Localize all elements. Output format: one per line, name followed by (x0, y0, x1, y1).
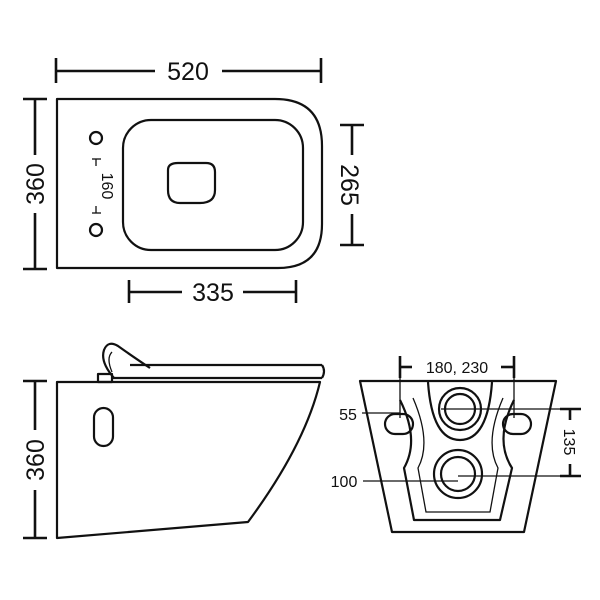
bowl-width-label: 265 (335, 164, 363, 206)
bolt-spacing-label: 180, 230 (426, 360, 488, 377)
rear-view-bolt-hole-right (501, 412, 533, 436)
fixing-spacing-label: 160 (98, 173, 115, 200)
overall-width-label: 360 (22, 163, 50, 205)
rear-view-outlet-outer (432, 448, 484, 500)
top-view-fixing-hole-lower (88, 222, 104, 238)
side-view-lid-hinge (102, 342, 151, 379)
top-view: 160 520 360 265 335 (22, 58, 364, 307)
rear-view-outline (358, 379, 558, 534)
side-view-hinge-post (96, 372, 114, 384)
rear-view-inner-trap (399, 399, 515, 522)
rear-view: 180, 230 55 135 100 (331, 356, 581, 534)
bowl-length-label: 335 (192, 279, 234, 307)
side-view-body (55, 380, 322, 540)
overall-length-label: 520 (167, 58, 209, 86)
top-view-outline (55, 97, 324, 270)
rear-view-bolt-hole-left (383, 412, 415, 436)
side-view-inlet-slot (92, 406, 115, 448)
top-view-drain-opening (166, 161, 217, 205)
height-label: 360 (22, 439, 50, 481)
bolt-hole-label: 55 (339, 407, 357, 424)
side-view-seat-front (321, 364, 326, 379)
rear-view-outlet-inner (439, 455, 477, 493)
rear-view-inner-trap-2 (412, 397, 504, 513)
top-view-bowl-rim (121, 118, 305, 252)
side-view-lid-inner (108, 351, 113, 373)
top-view-fixing-hole-upper (88, 130, 104, 146)
outlet-diameter-label: 100 (331, 474, 358, 491)
side-view: 360 (22, 342, 326, 540)
rear-view-upper-arch (426, 381, 494, 442)
outlet-height-label: 135 (560, 429, 577, 456)
